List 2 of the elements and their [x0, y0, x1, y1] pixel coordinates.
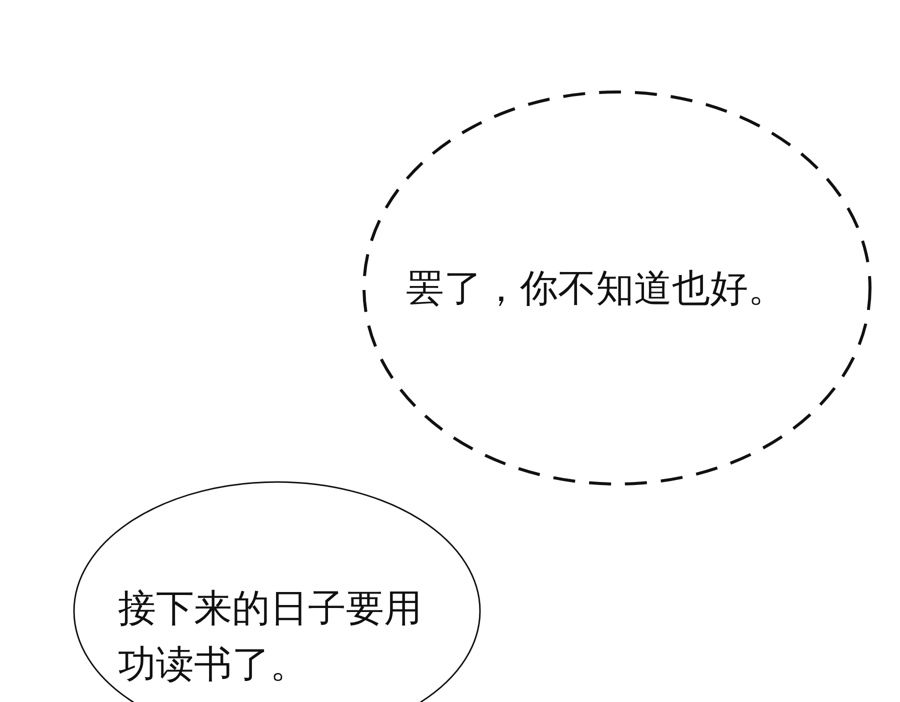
dialogue-text: 接下来的日子要用功读书了。	[118, 585, 423, 688]
dialogue-text: 罢了，你不知道也好。	[406, 265, 787, 312]
